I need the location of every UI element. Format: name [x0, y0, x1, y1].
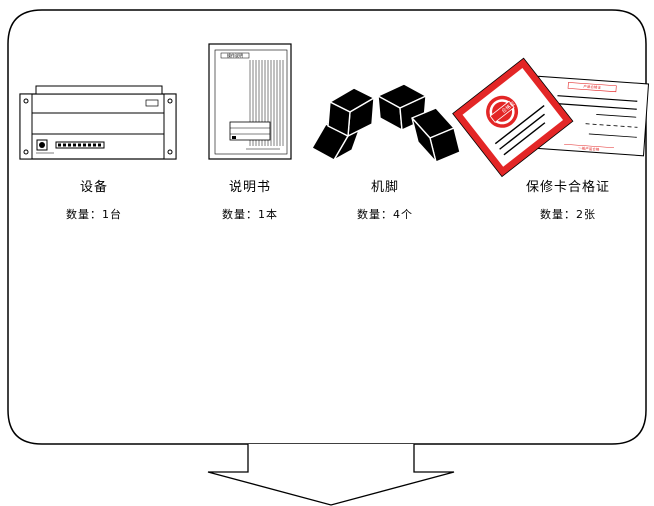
- item-warranty: 保修卡合格证 数量：2张: [493, 176, 643, 222]
- item-device-name: 设备: [79, 180, 108, 195]
- container-frame: [7, 9, 647, 445]
- device-image: [19, 85, 177, 160]
- item-warranty-quantity: 数量：2张: [540, 208, 596, 221]
- certificate-footer-text: 一般产品合格: [578, 145, 600, 151]
- feet-image: [311, 83, 461, 163]
- manual-image: [208, 43, 292, 160]
- item-manual-quantity: 数量：1本: [222, 208, 278, 221]
- item-device-quantity: 数量：1台: [66, 208, 122, 221]
- item-manual: 说明书 数量：1本: [175, 176, 325, 222]
- down-arrow: [207, 444, 455, 506]
- item-feet-name: 机脚: [370, 180, 399, 195]
- item-device: 设备 数量：1台: [19, 176, 169, 222]
- certificate-header-text: 产品合格证: [583, 83, 601, 89]
- item-feet-quantity: 数量：4个: [357, 208, 413, 221]
- item-feet: 机脚 数量：4个: [310, 176, 460, 222]
- manual-cover-title: 操作说明: [227, 52, 243, 58]
- item-manual-name: 说明书: [228, 180, 271, 195]
- warranty-card-image: 合格证: [452, 57, 650, 178]
- item-warranty-name: 保修卡合格证: [525, 180, 610, 195]
